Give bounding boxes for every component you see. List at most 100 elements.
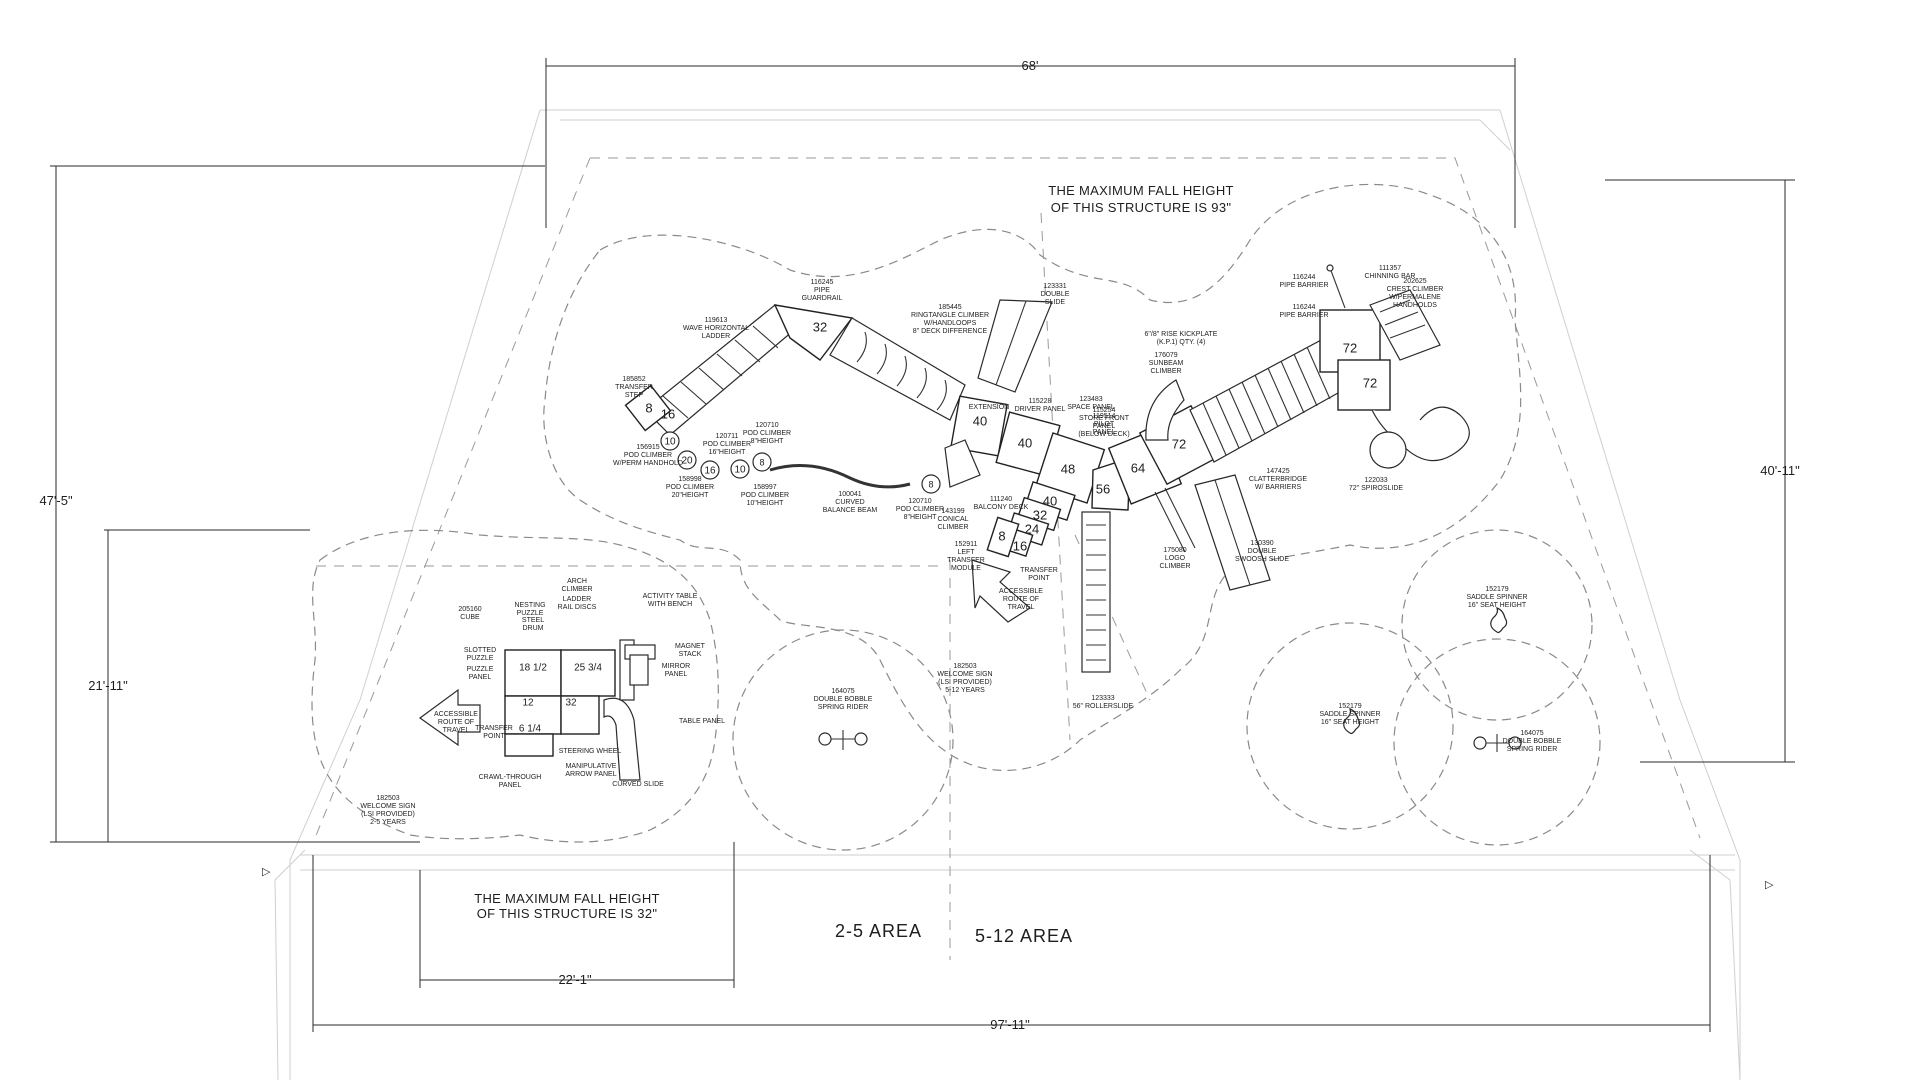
component-label-line: 158998	[678, 476, 701, 483]
component-label-line: POD CLIMBER	[741, 492, 789, 499]
component-label-line: MANIPULATIVE	[566, 763, 617, 770]
component-label-line: STEEL	[522, 617, 544, 624]
component-label-line: TRANSFER	[615, 384, 653, 391]
pod-label: 10	[734, 465, 746, 476]
component-label-line: ARCH	[567, 578, 587, 585]
component-label-line: CLATTERBRIDGE	[1249, 476, 1308, 483]
component-label-line: SPRING RIDER	[1507, 746, 1558, 753]
component-label-line: POD CLIMBER	[624, 452, 672, 459]
use-zones	[311, 183, 1601, 960]
deck-height: 48	[1061, 461, 1075, 476]
deck-height: 32	[565, 698, 577, 709]
component-label-line: 20"HEIGHT	[672, 492, 709, 499]
area-label-2-5: 2-5 AREA	[835, 921, 922, 941]
component-label-line: (BELOW DECK)	[1078, 431, 1129, 438]
component-label-line: HANDHOLDS	[1393, 302, 1437, 309]
component-label-line: ROUTE OF	[438, 719, 474, 726]
component-label-line: WITH BENCH	[648, 601, 692, 608]
component-label-line: POINT	[483, 733, 505, 740]
component-label-line: SLIDE	[1045, 299, 1066, 306]
component-label-line: 120710	[755, 422, 778, 429]
component-label-line: 119514	[1093, 413, 1116, 420]
component-label-line: 8"HEIGHT	[904, 514, 938, 521]
component-label-line: DRUM	[523, 625, 544, 632]
component-label-line: SADDLE SPINNER	[1319, 711, 1380, 718]
component-label-line: PANEL	[469, 674, 492, 681]
component-label-line: 164075	[831, 688, 854, 695]
fall-height-note-5-12-line1: THE MAXIMUM FALL HEIGHT	[1048, 183, 1234, 198]
component-label-line: 10"HEIGHT	[747, 500, 784, 507]
area-label-5-12: 5-12 AREA	[975, 926, 1073, 946]
component-label-line: TRANSFER	[475, 725, 513, 732]
component-label-line: 120711	[716, 433, 739, 440]
deck-height: 16	[1013, 538, 1027, 553]
component-label-line: CRAWL-THROUGH	[479, 774, 542, 781]
component-label-line: BALANCE BEAM	[823, 507, 878, 514]
spring-rider-2	[1473, 734, 1522, 752]
component-label-line: 119613	[705, 317, 728, 324]
component-label-line: TRANSFER	[947, 557, 985, 564]
component-label-line: RINGTANGLE CLIMBER	[911, 312, 989, 319]
area-labels: 2-5 AREA 5-12 AREA	[835, 921, 1073, 946]
component-label-line: POD CLIMBER	[896, 506, 944, 513]
component-label-line: 116244	[1293, 304, 1316, 311]
component-label-line: STEP	[625, 392, 644, 399]
component-label-line: 156915	[636, 444, 659, 451]
component-label-line: 111357	[1379, 265, 1401, 272]
deck-height: 64	[1131, 460, 1145, 475]
component-label-line: 130390	[1250, 540, 1273, 547]
component-label-line: TRAVEL	[443, 727, 470, 734]
component-label: STEERING WHEEL	[559, 748, 622, 755]
component-label-line: W/PERM HANDHOLD	[613, 460, 683, 467]
component-label-line: STORE FRONT	[1079, 415, 1130, 422]
pod-climbers: 10 20 16 10 8 8	[660, 431, 941, 494]
component-label-line: 8" DECK DIFFERENCE	[913, 328, 988, 335]
dim-left-inner-height: 21'-11"	[88, 678, 128, 693]
component-label-line: 152179	[1338, 703, 1361, 710]
pod-label: 16	[704, 466, 716, 477]
deck-height: 72	[1343, 340, 1357, 355]
component-label-line: 72" SPIROSLIDE	[1349, 485, 1404, 492]
component-label-line: 115254	[1093, 407, 1116, 414]
component-label-line: TABLE PANEL	[679, 718, 725, 725]
component-label-line: 143199	[941, 508, 964, 515]
deck-height: 40	[973, 413, 987, 428]
deck-height: 25 3/4	[574, 663, 602, 674]
component-label-line: 6"/8" RISE KICKPLATE	[1145, 331, 1218, 338]
deck-height: 6 1/4	[519, 724, 542, 735]
component-label-line: W/PERMALENE	[1389, 294, 1441, 301]
rollerslide-rollers	[1086, 524, 1106, 661]
deck-height: 72	[1363, 375, 1377, 390]
site-boundary: ▷ ▷	[262, 109, 1774, 1080]
component-label: CURVED SLIDE	[612, 781, 664, 788]
component-label-line: 123331	[1043, 283, 1066, 290]
component-label-line: POINT	[1028, 575, 1050, 582]
component-label-line: DOUBLE BOBBLE	[1503, 738, 1562, 745]
component-label-line: SWOOSH SLIDE	[1235, 556, 1289, 563]
dim-right-height: 40'-11"	[1760, 463, 1800, 478]
structure-2-5	[418, 639, 656, 781]
deck-height: 8	[645, 400, 652, 415]
component-label-line: SUNBEAM	[1149, 360, 1184, 367]
dim-top-width: 68'	[1022, 58, 1039, 73]
